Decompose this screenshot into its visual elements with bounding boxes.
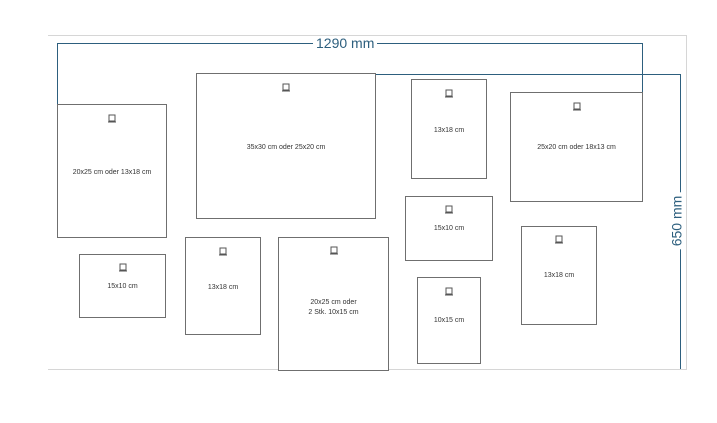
frame-size-label: 13x18 cm	[433, 127, 465, 134]
picture-hook-icon	[555, 235, 563, 244]
picture-hook-icon	[572, 102, 581, 111]
width-dimension-left-tick	[57, 43, 58, 105]
picture-frame: 20x25 cm oder 13x18 cm	[57, 104, 167, 238]
width-dimension-label: 1290 mm	[313, 36, 378, 50]
picture-hook-icon	[108, 114, 116, 123]
picture-frame: 10x15 cm	[417, 277, 481, 364]
frame-size-label: 15x10 cm	[433, 225, 465, 232]
picture-frame: 13x18 cm	[185, 237, 261, 335]
frame-size-label: 20x25 cm oder 13x18 cm	[72, 169, 152, 176]
frame-size-label: 13x18 cm	[207, 284, 239, 291]
picture-frame: 13x18 cm	[411, 79, 487, 179]
frame-size-label: 13x18 cm	[543, 272, 575, 279]
picture-frame: 20x25 cm oder 2 Stk. 10x15 cm	[278, 237, 389, 371]
height-dimension-label: 650 mm	[668, 192, 684, 250]
picture-hook-icon	[282, 83, 290, 92]
frame-size-label: 35x30 cm oder 25x20 cm	[246, 144, 326, 151]
frame-size-label: 10x15 cm	[433, 317, 465, 324]
picture-hook-icon	[118, 263, 127, 272]
frame-size-label: 25x20 cm oder 18x13 cm	[537, 144, 616, 151]
picture-hook-icon	[445, 205, 453, 214]
picture-frame: 35x30 cm oder 25x20 cm	[196, 73, 376, 219]
picture-hook-icon	[219, 247, 227, 256]
picture-hook-icon	[445, 287, 453, 296]
frame-size-label: 15x10 cm	[107, 283, 138, 290]
picture-frame: 15x10 cm	[405, 196, 493, 261]
picture-frame: 13x18 cm	[521, 226, 597, 325]
width-dimension-right-tick	[642, 43, 643, 93]
wall-right-line	[686, 35, 687, 370]
frame-size-label: 20x25 cm oder 2 Stk. 10x15 cm	[308, 299, 359, 316]
height-dimension-top-extension	[376, 74, 681, 75]
picture-frame: 25x20 cm oder 18x13 cm	[510, 92, 643, 202]
wall-top-line	[48, 35, 686, 36]
picture-frame: 15x10 cm	[79, 254, 166, 318]
picture-hook-icon	[329, 246, 338, 255]
picture-hook-icon	[445, 89, 453, 98]
